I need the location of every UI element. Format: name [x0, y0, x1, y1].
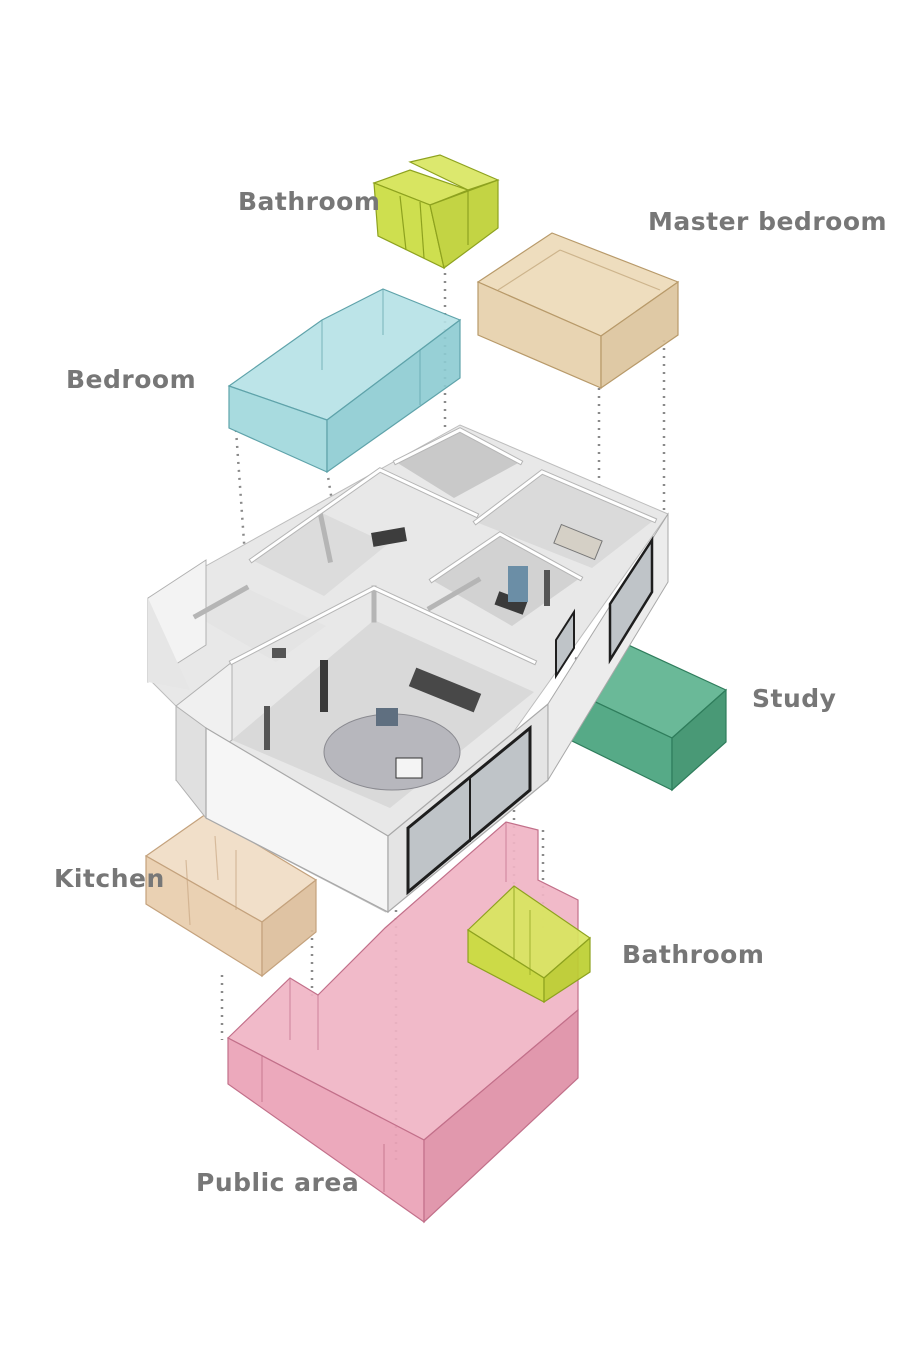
kitchen-volume — [144, 813, 318, 978]
study-label: Study — [752, 684, 837, 713]
bedroom-label: Bedroom — [66, 365, 197, 394]
bathroom-top-volume — [372, 154, 500, 270]
floor-plan-model — [147, 424, 669, 914]
master-bedroom-volume — [476, 232, 680, 390]
bathroom-bottom-label: Bathroom — [622, 940, 765, 969]
bedroom-volume — [227, 288, 462, 474]
public-area-label: Public area — [196, 1168, 360, 1197]
master-bedroom-label: Master bedroom — [648, 207, 888, 236]
kitchen-label: Kitchen — [54, 864, 165, 893]
bathroom-bottom-volume — [467, 885, 591, 1004]
bathroom-top-label: Bathroom — [238, 187, 381, 216]
public-area-volume — [226, 821, 579, 1224]
